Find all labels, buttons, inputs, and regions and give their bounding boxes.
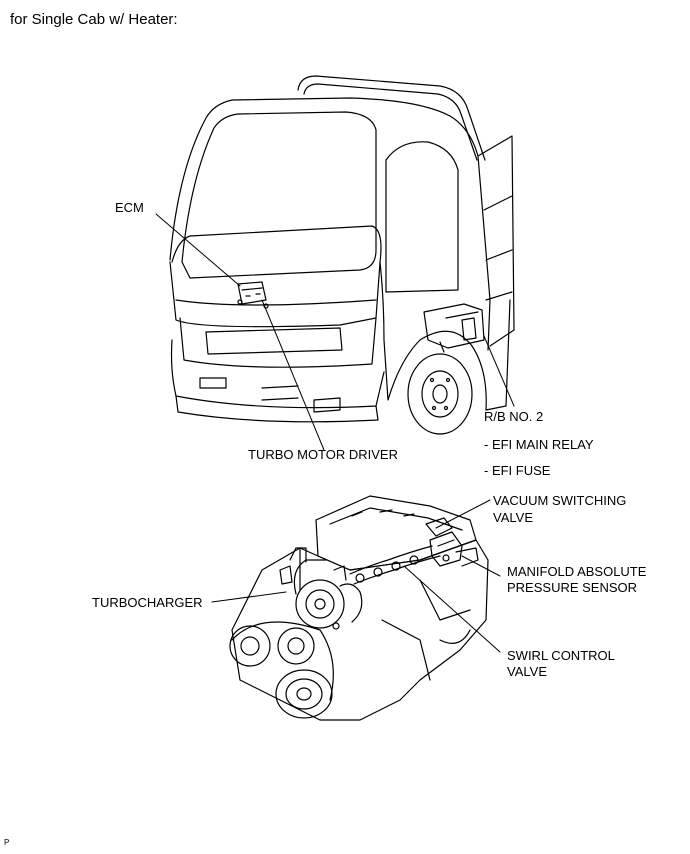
engine-illustration — [229, 495, 489, 721]
vsv-label-line2: VALVE — [493, 510, 533, 525]
map-sensor-label-line2: PRESSURE SENSOR — [507, 580, 638, 595]
vsv-label-line1: VACUUM SWITCHING — [493, 493, 627, 508]
turbocharger-label: TURBOCHARGER — [92, 595, 203, 610]
swirl-control-valve-label-line1: SWIRL CONTROL — [507, 648, 615, 663]
efi-main-relay-label: - EFI MAIN RELAY — [484, 437, 594, 452]
map-sensor-label-line1: MANIFOLD ABSOLUTE — [507, 564, 647, 579]
efi-fuse-label: - EFI FUSE — [484, 463, 551, 478]
leader-lines — [155, 213, 515, 653]
turbo-motor-driver-label: TURBO MOTOR DRIVER — [248, 447, 398, 462]
truck-illustration — [169, 75, 515, 435]
ecm-label: ECM — [115, 200, 144, 215]
page-title: for Single Cab w/ Heater: — [10, 11, 178, 28]
rb-no2-label: R/B NO. 2 — [484, 409, 544, 424]
swirl-control-valve-label-line2: VALVE — [507, 664, 547, 679]
figure-code: P — [4, 838, 10, 847]
